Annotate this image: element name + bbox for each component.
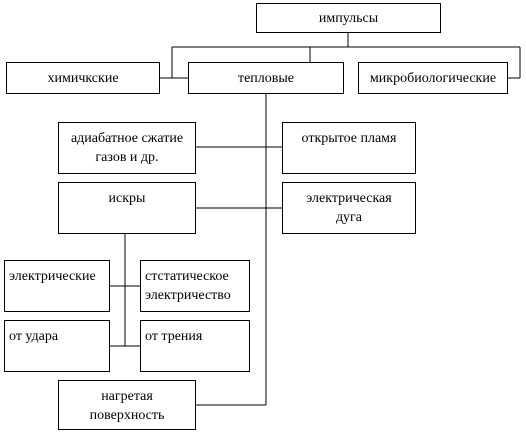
box-electric: электрические <box>4 260 110 312</box>
box-sparks: искры <box>58 182 196 234</box>
box-static-electricity: стстатическое электричество <box>140 260 250 312</box>
label-microbiological: микробиологические <box>369 70 497 86</box>
box-from-impact: от удара <box>4 320 110 372</box>
label-electric-arc: электрическая дуга <box>306 191 392 225</box>
box-adiabatic-compression: адиабатное сжатие газов и др. <box>58 122 196 174</box>
box-microbiological: микробиологические <box>358 62 508 94</box>
label-static-electricity: стстатическое электричество <box>145 269 231 303</box>
label-from-impact: от удара <box>9 329 59 344</box>
box-chemical: химичкские <box>6 62 160 94</box>
label-hot-surface: нагретая поверхность <box>89 389 165 423</box>
label-chemical: химичкские <box>47 70 119 86</box>
label-impulses: импульсы <box>318 10 379 26</box>
label-adiabatic-compression: адиабатное сжатие газов и др. <box>70 131 184 165</box>
box-from-friction: от трения <box>140 320 250 372</box>
label-open-flame: открытое пламя <box>301 131 397 146</box>
box-thermal: тепловые <box>188 62 344 94</box>
label-sparks: искры <box>108 191 146 206</box>
box-electric-arc: электрическая дуга <box>282 182 416 234</box>
box-impulses: импульсы <box>256 3 441 33</box>
label-thermal: тепловые <box>237 70 295 86</box>
label-electric: электрические <box>9 269 96 284</box>
label-from-friction: от трения <box>145 329 203 344</box>
box-hot-surface: нагретая поверхность <box>58 380 196 430</box>
box-open-flame: открытое пламя <box>282 122 416 174</box>
